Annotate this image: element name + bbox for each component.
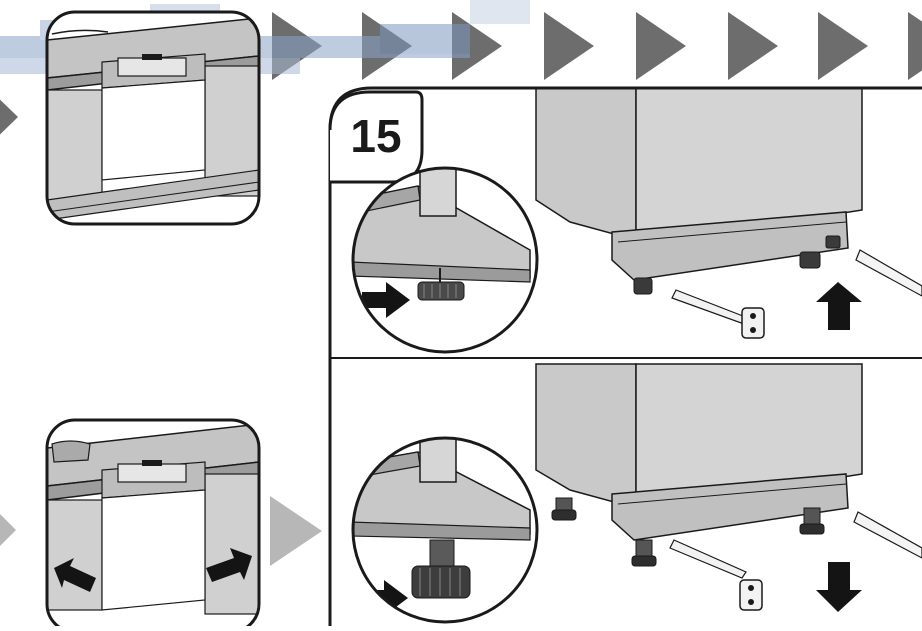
right-triangle-icon [818, 12, 868, 80]
right-triangle-icon [0, 99, 18, 135]
right-triangle-icon [908, 12, 922, 80]
step-15-panel [328, 86, 922, 631]
detail-circle-lower [351, 436, 539, 624]
right-triangle-icon [544, 12, 594, 80]
right-triangle-icon [0, 514, 16, 546]
right-triangle-icon [636, 12, 686, 80]
step-number: 15 [350, 110, 402, 162]
detail-circle-upper [351, 166, 539, 354]
right-arrow-icon [362, 282, 410, 318]
right-arrow-icon [54, 558, 96, 592]
up-arrow-icon [816, 282, 862, 330]
thumbnail-installed-dishwasher [45, 10, 261, 226]
upper-scene [535, 88, 922, 339]
right-triangle-icon [728, 12, 778, 80]
left-arrow-icon [206, 548, 252, 582]
thumbnail-side-push [45, 418, 261, 631]
lower-scene [535, 363, 922, 612]
down-arrow-icon [816, 562, 862, 612]
right-triangle-icon [270, 496, 322, 566]
